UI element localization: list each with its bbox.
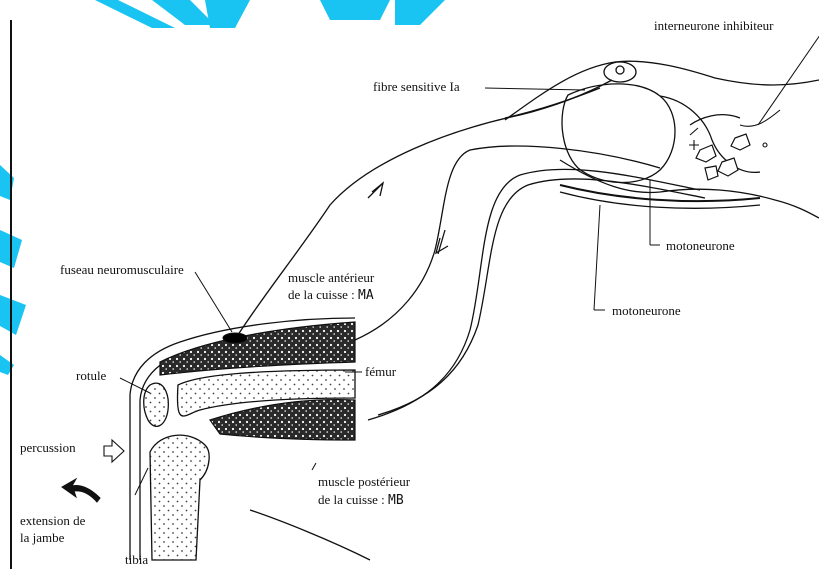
label-percussion: percussion xyxy=(20,440,76,455)
label-muscle-anterieur-code: MA xyxy=(358,288,374,303)
label-extension-2: la jambe xyxy=(20,530,64,545)
label-fuseau: fuseau neuromusculaire xyxy=(60,262,184,277)
label-muscle-posterieur-2: de la cuisse : MB xyxy=(318,492,404,508)
label-femur: fémur xyxy=(365,364,396,379)
label-muscle-anterieur-1: muscle antérieur xyxy=(288,270,374,285)
spinal-cord xyxy=(505,61,819,218)
patella-bone xyxy=(144,383,169,426)
label-rotule: rotule xyxy=(76,368,106,383)
label-muscle-posterieur-1: muscle postérieur xyxy=(318,474,410,489)
label-fibre-sensitive: fibre sensitive Ia xyxy=(373,79,460,94)
label-extension-1: extension de xyxy=(20,513,85,528)
label-muscle-posterieur-code: MB xyxy=(388,493,404,508)
label-muscle-posterieur-text: de la cuisse : xyxy=(318,492,385,507)
label-muscle-anterieur-text: de la cuisse : xyxy=(288,287,355,302)
label-interneurone: interneurone inhibiteur xyxy=(654,18,774,33)
tibia-bone xyxy=(150,435,209,560)
muscle-anterior xyxy=(160,322,355,375)
label-motoneurone-1: motoneurone xyxy=(666,238,735,253)
extension-arrow xyxy=(62,479,100,502)
label-tibia: tibia xyxy=(125,552,148,567)
label-muscle-anterieur-2: de la cuisse : MA xyxy=(288,287,374,303)
muscle-posterior xyxy=(210,400,355,440)
percussion-arrow xyxy=(104,440,124,462)
label-motoneurone-2: motoneurone xyxy=(612,303,681,318)
